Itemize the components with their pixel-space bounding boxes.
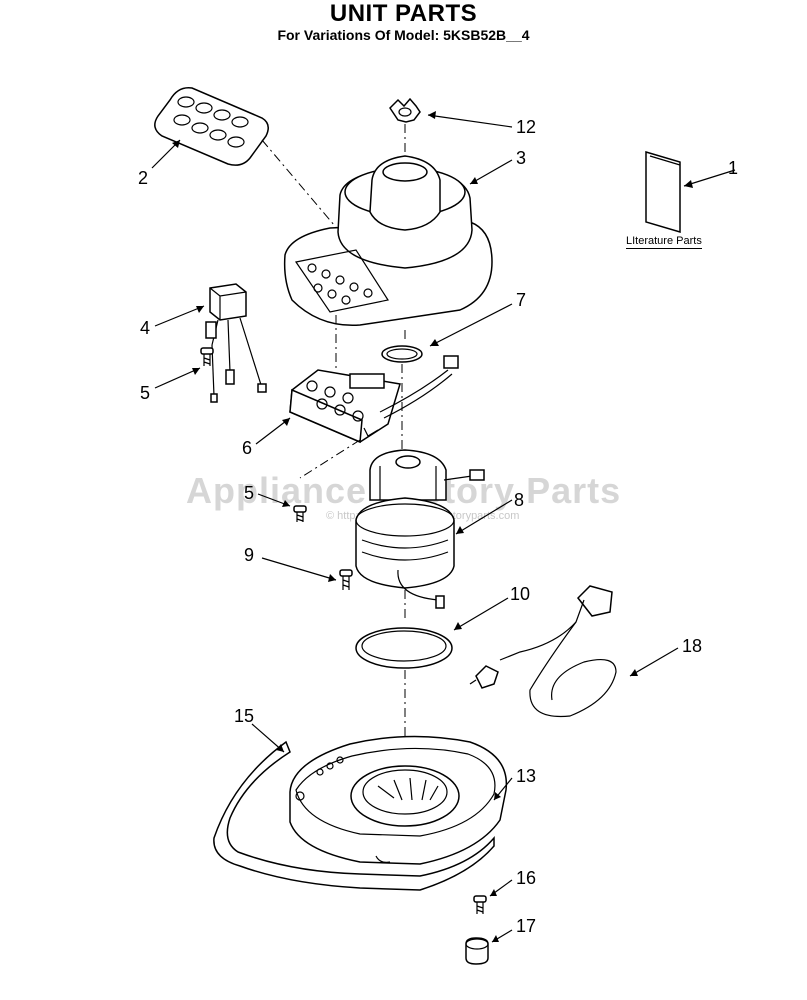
part-13-bottom-base [289, 735, 508, 865]
leader-lines [151, 111, 736, 943]
callout-13: 13 [516, 766, 537, 786]
part-12-coupler [389, 97, 421, 123]
callout-3: 3 [516, 148, 527, 168]
callout-5-upper: 5 [140, 383, 151, 403]
callout-7: 7 [516, 290, 527, 310]
page-subtitle: For Variations Of Model: 5KSB52B__4 [277, 27, 530, 43]
callout-9: 9 [244, 545, 255, 565]
part-10-ring [355, 627, 453, 669]
callout-1: 1 [728, 158, 739, 178]
part-5-screw-lower [293, 505, 307, 522]
part-5-screw-upper [200, 347, 214, 366]
part-16-foot-screw [473, 895, 487, 914]
literature-parts-label: LIterature Parts [626, 235, 702, 249]
part-7-gasket [381, 345, 423, 363]
callout-16: 16 [516, 868, 537, 888]
callout-10: 10 [510, 584, 531, 604]
callout-5-lower: 5 [244, 483, 255, 503]
callout-15: 15 [234, 706, 255, 726]
callout-4: 4 [140, 318, 151, 338]
part-18-power-cord [469, 585, 617, 718]
part-4-capacitor [205, 283, 267, 403]
callout-17: 17 [516, 916, 537, 936]
page-title: UNIT PARTS [329, 0, 478, 27]
callout-2: 2 [138, 168, 149, 188]
callout-6: 6 [242, 438, 253, 458]
part-1-literature [645, 150, 681, 234]
part-15-foot-strip [213, 740, 495, 891]
part-3-base-housing [283, 155, 493, 327]
part-6-control-board [289, 355, 459, 444]
part-2-touchpad-overlay [154, 87, 269, 166]
part-9-screw [339, 569, 353, 590]
part-8-motor [355, 449, 485, 609]
callout-18: 18 [682, 636, 703, 656]
callout-8: 8 [514, 490, 525, 510]
part-17-foot [465, 937, 489, 965]
callout-12: 12 [516, 117, 537, 137]
